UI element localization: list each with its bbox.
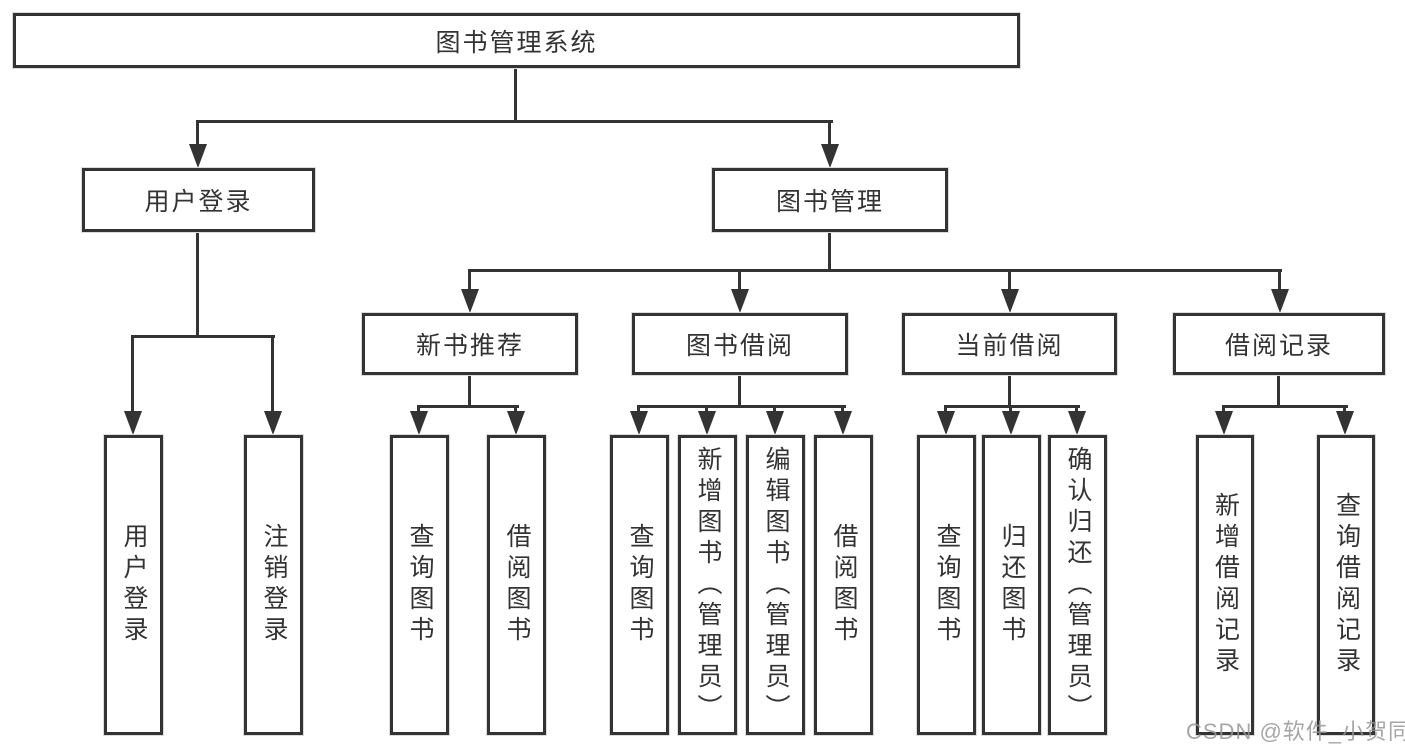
- node-bb-query-books-label: 查询图书: [626, 523, 654, 647]
- node-rec-borrow-books-label: 借阅图书: [503, 523, 531, 647]
- node-book-borrowing-label: 图书借阅: [685, 332, 794, 360]
- edge-line: [828, 120, 831, 150]
- node-cb-return-books-label: 归还图书: [998, 523, 1026, 647]
- edge-line: [738, 269, 741, 293]
- node-bb-query-books: 查询图书: [610, 435, 669, 735]
- edge-line: [1008, 375, 1011, 408]
- arrowhead: [766, 411, 784, 435]
- node-cb-confirm-return-admin-label: 确认归还（管理员）: [1064, 445, 1092, 725]
- node-bb-add-books-admin: 新增图书（管理员）: [678, 435, 737, 735]
- edge-line: [1008, 269, 1011, 293]
- edge-line: [1278, 269, 1281, 293]
- node-new-book-recommend-label: 新书推荐: [415, 332, 524, 360]
- edge-line: [131, 335, 134, 415]
- node-bb-edit-books-admin-label: 编辑图书（管理员）: [762, 445, 790, 725]
- edge-line: [828, 232, 831, 272]
- arrowhead: [698, 411, 716, 435]
- edge-line: [468, 269, 471, 293]
- node-leaf-user-login-label: 用户登录: [120, 523, 148, 647]
- edge-line: [738, 375, 741, 408]
- edge-line: [637, 405, 846, 408]
- node-cb-return-books: 归还图书: [982, 435, 1041, 735]
- arrowhead: [461, 289, 479, 313]
- node-current-borrowing-label: 当前借阅: [955, 332, 1064, 360]
- edge-line: [131, 335, 275, 338]
- node-bb-borrow-books-label: 借阅图书: [830, 523, 858, 647]
- node-cb-query-books-label: 查询图书: [933, 523, 961, 647]
- node-book-management: 图书管理: [712, 168, 948, 232]
- arrowhead: [264, 411, 282, 435]
- arrowhead: [821, 144, 839, 168]
- node-cb-query-books: 查询图书: [917, 435, 976, 735]
- edge-line: [271, 335, 274, 415]
- node-bb-borrow-books: 借阅图书: [814, 435, 873, 735]
- arrowhead: [124, 411, 142, 435]
- arrowhead: [1215, 411, 1233, 435]
- node-leaf-user-login: 用户登录: [104, 435, 163, 735]
- arrowhead: [507, 411, 525, 435]
- node-user-login-label: 用户登录: [144, 188, 253, 216]
- node-bb-add-books-admin-label: 新增图书（管理员）: [694, 445, 722, 725]
- node-root-label: 图书管理系统: [435, 28, 598, 57]
- node-br-add-record: 新增借阅记录: [1196, 435, 1254, 735]
- edge-line: [196, 120, 833, 123]
- node-new-book-recommend: 新书推荐: [362, 313, 578, 375]
- node-user-login: 用户登录: [82, 168, 315, 232]
- node-leaf-logout: 注销登录: [244, 435, 303, 735]
- node-br-add-record-label: 新增借阅记录: [1211, 492, 1240, 678]
- arrowhead: [1068, 411, 1086, 435]
- arrowhead: [1336, 411, 1354, 435]
- edge-line: [417, 405, 519, 408]
- node-rec-query-books-label: 查询图书: [406, 523, 434, 647]
- node-br-query-record: 查询借阅记录: [1317, 435, 1375, 735]
- edge-line: [196, 120, 199, 150]
- node-br-query-record-label: 查询借阅记录: [1332, 492, 1361, 678]
- arrowhead: [1271, 289, 1289, 313]
- arrowhead: [1001, 289, 1019, 313]
- node-root: 图书管理系统: [13, 13, 1020, 68]
- node-borrowing-records: 借阅记录: [1173, 313, 1385, 375]
- arrowhead: [1002, 411, 1020, 435]
- node-current-borrowing: 当前借阅: [902, 313, 1117, 375]
- edge-line: [196, 232, 199, 338]
- arrowhead: [937, 411, 955, 435]
- watermark-text: CSDN @软件_小贺同学: [1186, 719, 1405, 744]
- node-bb-edit-books-admin: 编辑图书（管理员）: [746, 435, 805, 735]
- arrowhead: [410, 411, 428, 435]
- node-rec-borrow-books: 借阅图书: [487, 435, 546, 735]
- node-rec-query-books: 查询图书: [390, 435, 449, 735]
- node-book-borrowing: 图书借阅: [632, 313, 848, 375]
- node-borrowing-records-label: 借阅记录: [1224, 332, 1333, 360]
- node-leaf-logout-label: 注销登录: [260, 523, 288, 647]
- edge-line: [514, 68, 517, 123]
- arrowhead: [834, 411, 852, 435]
- edge-line: [1222, 405, 1348, 408]
- arrowhead: [630, 411, 648, 435]
- node-cb-confirm-return-admin: 确认归还（管理员）: [1048, 435, 1107, 735]
- arrowhead: [731, 289, 749, 313]
- edge-line: [468, 375, 471, 408]
- arrowhead: [189, 144, 207, 168]
- node-book-management-label: 图书管理: [775, 188, 884, 216]
- edge-line: [468, 269, 1282, 272]
- edge-line: [944, 405, 1080, 408]
- edge-line: [1277, 375, 1280, 408]
